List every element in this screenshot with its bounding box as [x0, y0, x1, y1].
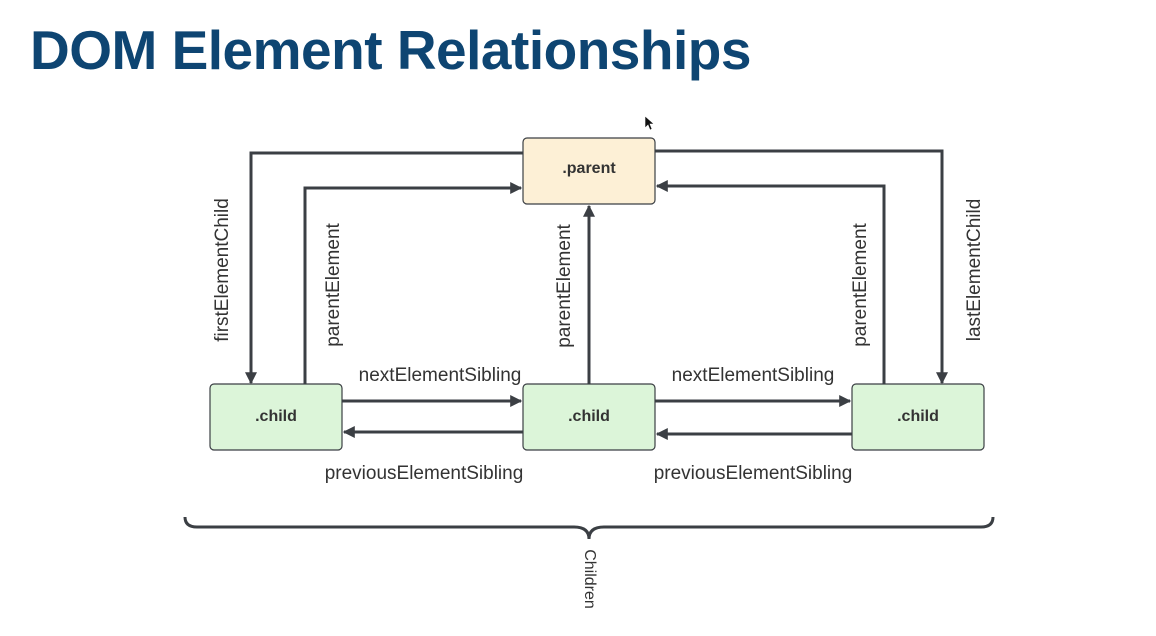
children-brace [183, 516, 995, 540]
child-node-left-label: .child [255, 408, 297, 425]
child-node-right-label: .child [897, 408, 939, 425]
previous-sibling-left-label: previousElementSibling [325, 463, 524, 484]
first-element-child-arrow [245, 151, 523, 385]
next-sibling-left-label: nextElementSibling [359, 365, 522, 386]
first-element-child-label: firstElementChild [212, 198, 233, 342]
last-element-child-arrow [655, 149, 948, 385]
parent-element-middle-label: parentElement [554, 223, 575, 347]
parent-element-left-label: parentElement [323, 222, 344, 346]
mouse-cursor-icon [644, 115, 655, 131]
child-node-middle: .child [522, 383, 656, 451]
previous-sibling-right-label: previousElementSibling [654, 463, 853, 484]
parent-node-label: .parent [562, 160, 616, 177]
children-brace-label: Children [581, 549, 598, 609]
next-sibling-right-label: nextElementSibling [672, 365, 835, 386]
child-node-middle-label: .child [568, 408, 610, 425]
slide-title: DOM Element Relationships [30, 19, 751, 81]
child-node-right: .child [851, 383, 985, 451]
parent-element-right-label: parentElement [850, 222, 871, 346]
last-element-child-label: lastElementChild [964, 199, 985, 342]
parent-element-right-arrow [655, 180, 886, 384]
child-node-left: .child [209, 383, 343, 451]
parent-node: .parent [522, 137, 656, 205]
parent-element-left-arrow [303, 182, 523, 384]
